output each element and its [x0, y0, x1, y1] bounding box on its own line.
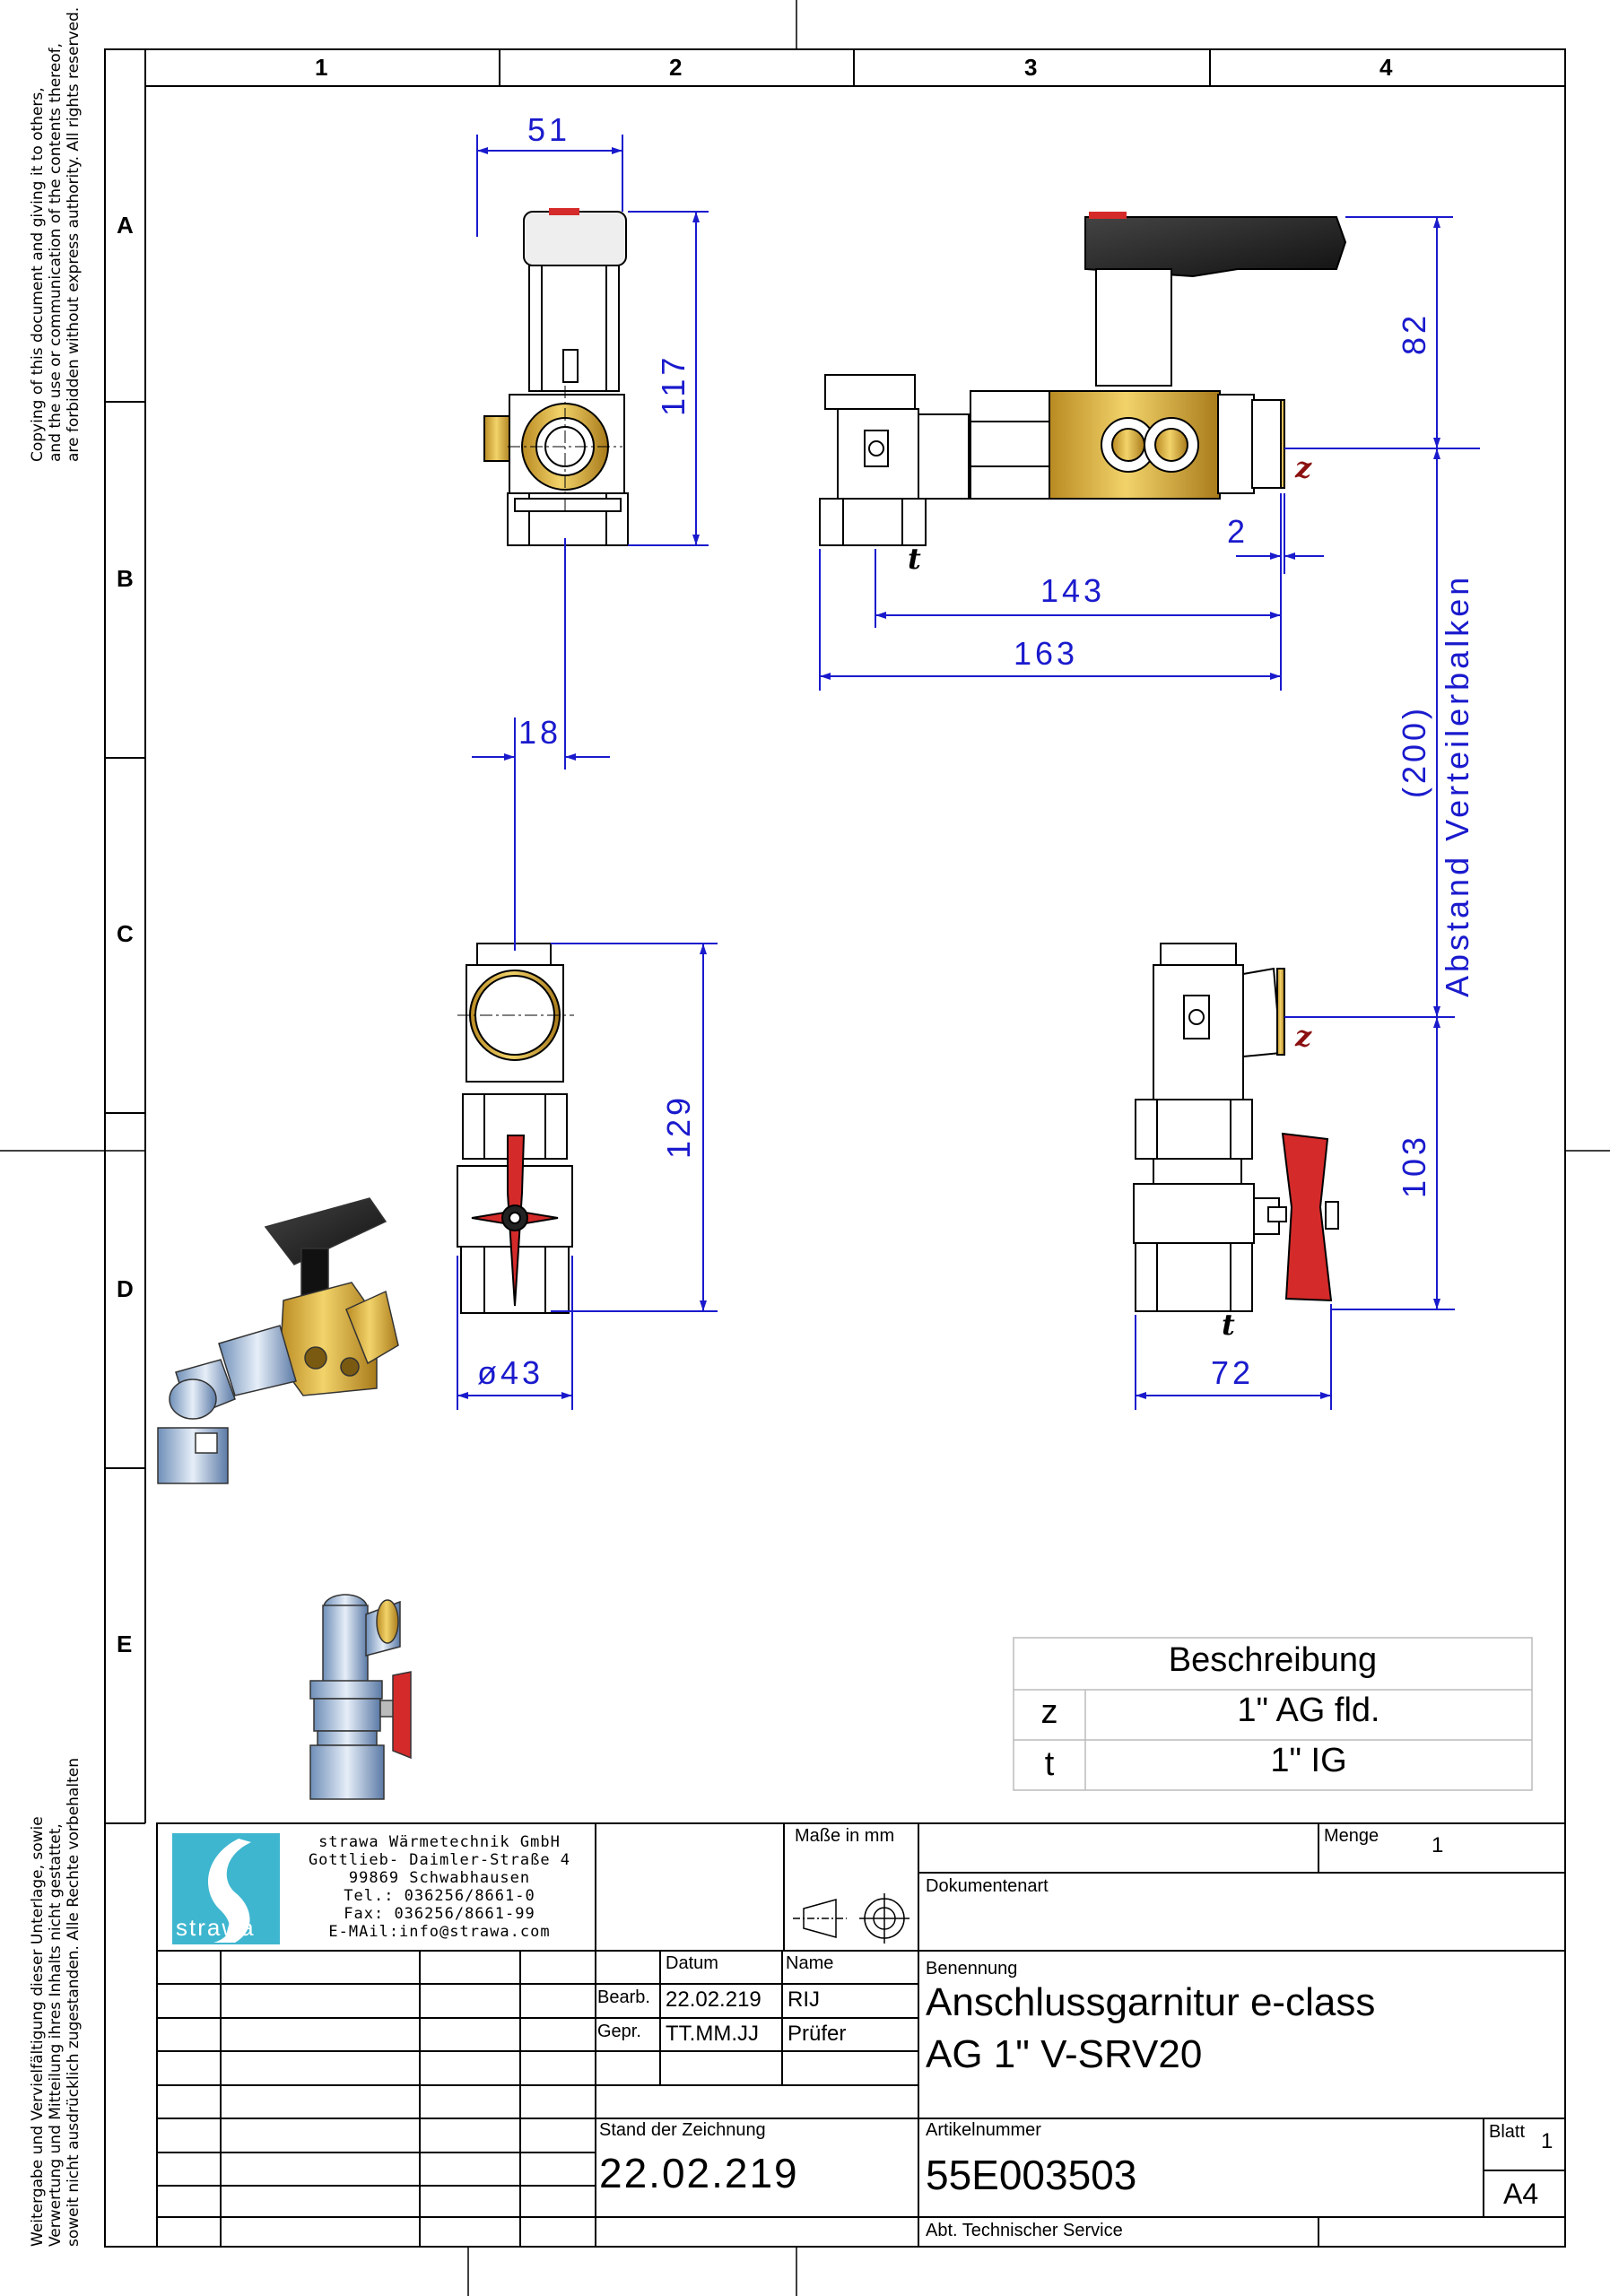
name-column-label: Name	[786, 1953, 834, 1973]
edited-name: RIJ	[788, 1987, 820, 2012]
grid-column-1: 1	[315, 54, 328, 81]
document-type-label: Dokumentenart	[926, 1876, 1049, 1896]
grid-column-3: 3	[1024, 54, 1038, 81]
description-value-t: 1" IG	[1270, 1742, 1347, 1779]
dimension-117: 117	[655, 353, 692, 416]
grid-row-d: D	[117, 1275, 134, 1302]
dimension-diameter-43: ø43	[477, 1354, 544, 1391]
drawing-title-line1: Anschlussgarnitur e-class	[926, 1980, 1376, 2024]
drawing-status-date: 22.02.219	[599, 2150, 799, 2196]
checked-label: Gepr.	[597, 2022, 641, 2041]
grid-row-e: E	[117, 1631, 133, 1657]
dimension-163: 163	[1014, 635, 1079, 672]
grid-row-c: C	[117, 920, 134, 947]
dimension-143: 143	[1040, 572, 1106, 609]
drawing-status-label: Stand der Zeichnung	[599, 2120, 766, 2140]
dimension-82: 82	[1396, 311, 1432, 355]
dimension-lines	[457, 135, 1480, 1410]
edited-label: Bearb.	[597, 1987, 650, 2007]
bottom-view-right	[1133, 943, 1339, 1312]
title-block	[156, 1822, 1566, 2248]
distance-distribution-bar-label: Abstand Verteilerbalken	[1439, 573, 1475, 997]
logo-text: strawa	[176, 1914, 256, 1941]
isometric-view-2	[309, 1594, 412, 1800]
bottom-view-left	[457, 943, 573, 1314]
description-value-z: 1" AG fld.	[1237, 1692, 1380, 1729]
grid-column-4: 4	[1379, 54, 1393, 81]
marker-t-top: t	[908, 542, 921, 576]
dimension-200: (200)	[1396, 704, 1432, 798]
paper-format: A4	[1503, 2178, 1539, 2210]
department-label: Abt. Technischer Service	[926, 2221, 1123, 2240]
description-table	[1013, 1637, 1533, 1791]
quantity-value: 1	[1432, 1833, 1444, 1857]
marker-t-bottom: t	[1222, 1308, 1235, 1342]
grid-column-2: 2	[669, 54, 683, 81]
date-column-label: Datum	[666, 1953, 718, 1973]
description-key-z: z	[1040, 1693, 1058, 1731]
sheet-number: 1	[1541, 2129, 1553, 2153]
article-number: 55E003503	[926, 2152, 1137, 2198]
description-header: Beschreibung	[1168, 1641, 1378, 1679]
dimension-72: 72	[1211, 1354, 1255, 1391]
edited-date: 22.02.219	[666, 1987, 761, 2012]
quantity-label: Menge	[1324, 1826, 1379, 1846]
drawing-title-line2: AG 1" V-SRV20	[926, 2032, 1203, 2076]
copyright-notice-en: Copying of this document and giving it t…	[29, 6, 83, 462]
article-number-label: Artikelnummer	[926, 2120, 1041, 2140]
side-view-top	[483, 208, 629, 546]
dimension-51: 51	[527, 111, 571, 148]
marker-z-bottom: z	[1295, 1019, 1312, 1053]
checked-date: TT.MM.JJ	[666, 2022, 759, 2046]
grid-row-a: A	[117, 212, 134, 239]
dimension-2: 2	[1227, 513, 1249, 550]
copyright-notice-de: Weitergabe und Vervielfältigung dieser U…	[29, 1758, 83, 2247]
projection-symbol	[793, 1893, 909, 1944]
dimension-103: 103	[1396, 1133, 1432, 1198]
grid-row-b: B	[117, 565, 134, 592]
checked-name: Prüfer	[788, 2022, 847, 2046]
marker-z-top: z	[1295, 450, 1312, 484]
description-key-t: t	[1044, 1745, 1055, 1783]
strawa-logo	[172, 1833, 280, 1944]
sheet-label: Blatt	[1489, 2122, 1526, 2142]
dimension-129: 129	[660, 1093, 697, 1159]
isometric-view-1	[157, 1197, 399, 1484]
dimension-18: 18	[518, 714, 562, 751]
designation-label: Benennung	[926, 1959, 1018, 1979]
units-label: Maße in mm	[795, 1826, 895, 1846]
center-lines	[457, 386, 622, 1016]
company-address: strawa Wärmetechnik GmbH Gottlieb- Daiml…	[308, 1833, 571, 1941]
front-view-top	[819, 212, 1347, 546]
